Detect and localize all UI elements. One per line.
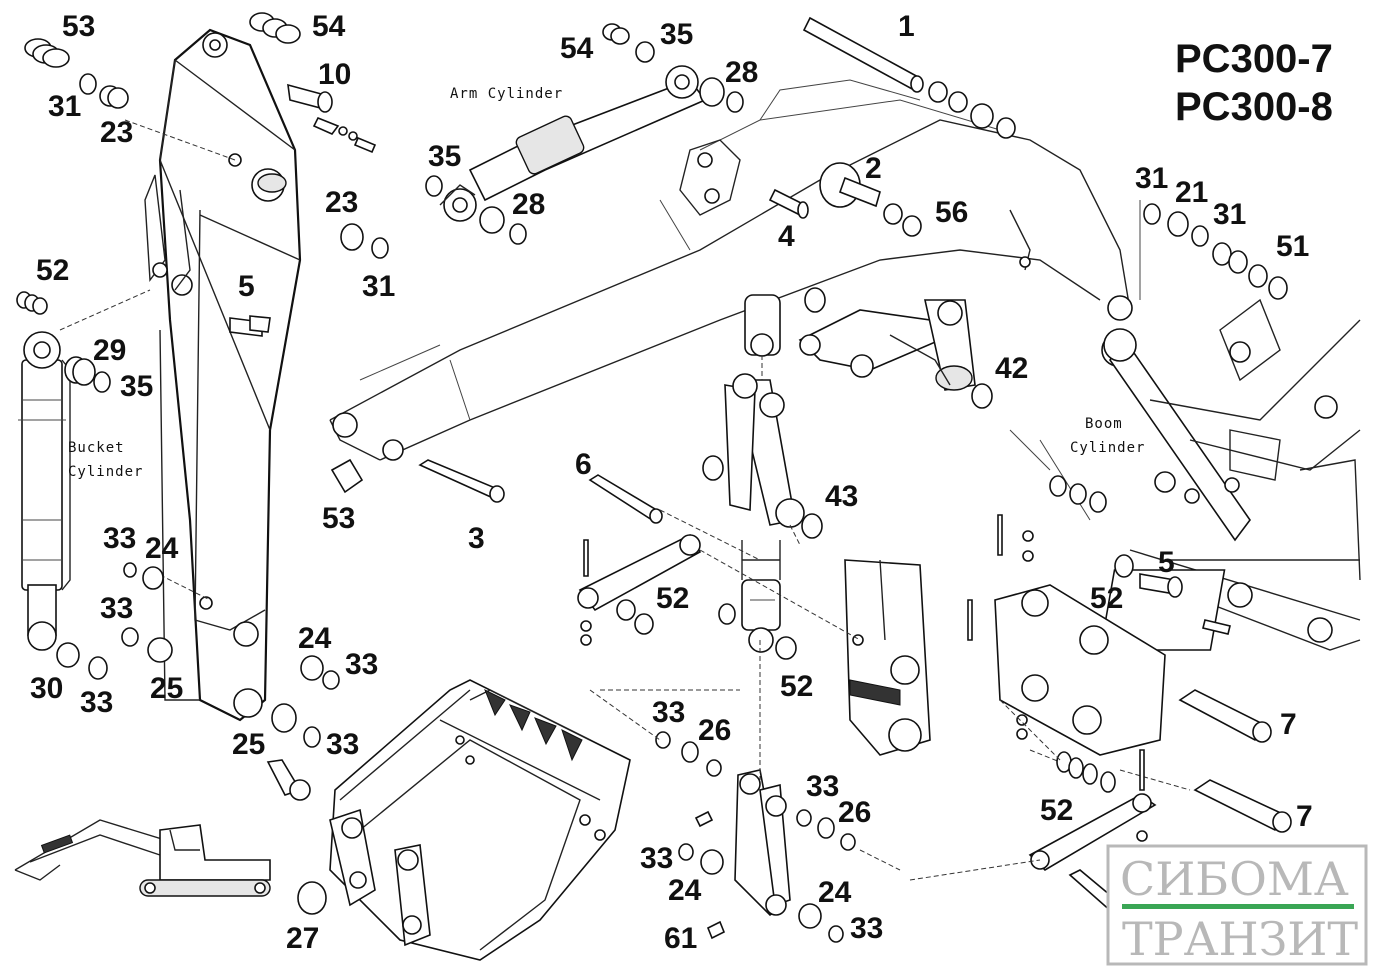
model-line-1: PC300-7	[1175, 37, 1333, 81]
callout-31-right: 31	[362, 270, 395, 303]
callout-27: 27	[286, 922, 319, 955]
excavator-thumbnail	[14, 819, 271, 897]
callout-61: 61	[664, 922, 697, 955]
model-title: PC300-7 PC300-8	[1175, 37, 1333, 129]
callout-7-upper: 7	[1280, 708, 1297, 741]
callout-24-left: 24	[145, 532, 179, 565]
callout-56: 56	[935, 196, 968, 229]
callout-33-i: 33	[850, 912, 883, 945]
boom-drawing	[329, 79, 1135, 461]
callout-33-f: 33	[652, 696, 685, 729]
callout-33-a: 33	[103, 522, 136, 555]
callout-25-right: 25	[232, 728, 265, 761]
callout-23-right: 23	[325, 186, 358, 219]
cylinder-labels: Arm Cylinder Bucket Cylinder Boom Cylind…	[68, 86, 1145, 480]
callout-33-h: 33	[640, 842, 673, 875]
callout-33-b: 33	[100, 592, 133, 625]
callout-53-boom: 53	[322, 502, 355, 535]
callout-4: 4	[778, 220, 795, 253]
arm-tip-drawing	[844, 559, 931, 756]
callout-53-top: 53	[62, 10, 95, 43]
bucket-drawing	[297, 679, 631, 961]
callout-33-g: 33	[806, 770, 839, 803]
callout-28-low: 28	[512, 188, 545, 221]
callout-24-lower-b: 24	[818, 876, 852, 909]
callout-54-arm: 54	[560, 32, 594, 65]
callout-54-top: 54	[312, 10, 346, 43]
callout-5-right: 5	[1158, 546, 1175, 579]
callout-2: 2	[865, 152, 882, 185]
callout-35-arm-top: 35	[660, 18, 693, 51]
leader-lines	[589, 509, 1061, 881]
callout-3: 3	[468, 522, 485, 555]
callout-35-left: 35	[120, 370, 153, 403]
arm-cylinder-label: Arm Cylinder	[450, 86, 563, 102]
callout-31-boom-a: 31	[1135, 162, 1168, 195]
watermark-accent-bar	[1122, 904, 1354, 909]
callout-29: 29	[93, 334, 126, 367]
callout-33-e: 33	[326, 728, 359, 761]
small-parts	[16, 12, 1288, 943]
bucket-cylinder-drawing	[18, 331, 71, 651]
arm-cylinder-drawing	[439, 65, 707, 222]
center-cylinder-drawing	[741, 540, 781, 653]
callout-52-center: 52	[656, 582, 689, 615]
callout-33-c: 33	[80, 686, 113, 719]
callout-42: 42	[995, 352, 1028, 385]
boom-cylinder-drawing	[1009, 200, 1361, 651]
boom-cylinder-label-line1: Boom	[1085, 416, 1123, 432]
callout-35-arm-low: 35	[428, 140, 461, 173]
boom-cylinder-label-line2: Cylinder	[1070, 440, 1145, 456]
callout-25-left: 25	[150, 672, 183, 705]
callout-51: 51	[1276, 230, 1309, 263]
callout-7-lower: 7	[1296, 800, 1313, 833]
callout-28-top: 28	[725, 56, 758, 89]
callout-10: 10	[318, 58, 351, 91]
callout-24-lower-a: 24	[668, 874, 702, 907]
callout-6: 6	[575, 448, 592, 481]
callout-31-boom-b: 31	[1213, 198, 1246, 231]
callout-33-d: 33	[345, 648, 378, 681]
callout-5-left: 5	[238, 270, 255, 303]
callout-30: 30	[30, 672, 63, 705]
arm-drawing	[59, 28, 302, 722]
callout-1: 1	[898, 10, 915, 43]
callout-52-left: 52	[36, 254, 69, 287]
callout-numbers: 53 54 31 23 10 23 31 52 5 29 35 54 35 28…	[30, 10, 1313, 955]
callout-52-center-low: 52	[780, 670, 813, 703]
callout-24-right: 24	[298, 622, 332, 655]
bucket-cylinder-label-line1: Bucket	[68, 440, 125, 456]
model-line-2: PC300-8	[1175, 85, 1333, 129]
callout-21: 21	[1175, 176, 1208, 209]
callout-43: 43	[825, 480, 858, 513]
callout-26-b: 26	[838, 796, 871, 829]
watermark-logo: СИБОМА ТРАНЗИТ	[1106, 844, 1368, 966]
callout-52-lower-right: 52	[1040, 794, 1073, 827]
callout-26-a: 26	[698, 714, 731, 747]
watermark-line-2: ТРАНЗИТ	[1122, 912, 1358, 966]
callout-23-left: 23	[100, 116, 133, 149]
bucket-cylinder-label-line2: Cylinder	[68, 464, 143, 480]
watermark-line-1: СИБОМА	[1120, 852, 1349, 906]
callout-52-right: 52	[1090, 582, 1123, 615]
callout-31-left: 31	[48, 90, 81, 123]
lower-links-drawing	[418, 459, 791, 917]
link-assembly-drawing	[724, 294, 976, 546]
